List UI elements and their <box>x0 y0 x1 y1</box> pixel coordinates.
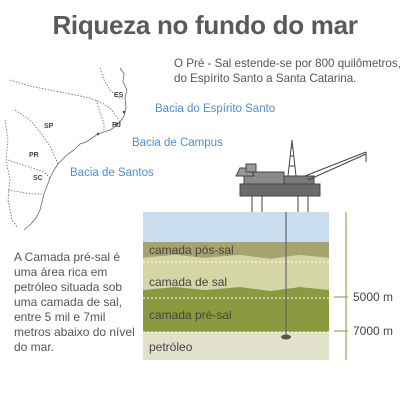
depth-label-7000: 7000 m <box>353 324 394 338</box>
water-layer <box>143 212 329 242</box>
basin-santos: Bacia de Santos <box>70 167 154 179</box>
intro-text: O Pré - Sal estende-se por 800 quilômetr… <box>174 57 401 85</box>
depth-label-5000: 5000 m <box>353 290 394 304</box>
oil-reservoir <box>281 334 291 340</box>
label-sal: camada de sal <box>149 275 228 289</box>
description-text: A Camada pré-sal é uma área rica em petr… <box>14 250 135 354</box>
label-pre-sal: camada pré-sal <box>149 308 232 322</box>
state-label-rj: RJ <box>112 122 121 129</box>
basin-campus: Bacia de Campus <box>132 137 223 149</box>
sal-layer <box>143 255 329 291</box>
state-label-sp: SP <box>44 123 54 130</box>
coastline <box>23 67 128 231</box>
page-title: Riqueza no fundo do mar <box>52 10 358 40</box>
state-label-sc: SC <box>33 175 43 182</box>
pre-sal-layer <box>143 287 329 332</box>
basin-espirito-santo: Bacia do Espírito Santo <box>155 103 276 115</box>
state-label-es: ES <box>114 92 124 99</box>
oil-platform <box>235 139 367 212</box>
state-label-pr: PR <box>29 152 39 159</box>
coast-map <box>4 67 128 231</box>
label-petroleo: petróleo <box>149 340 193 354</box>
petroleo-layer <box>143 332 329 360</box>
pos-sal-layer <box>143 242 329 259</box>
label-pos-sal: camada pós-sal <box>149 243 234 257</box>
